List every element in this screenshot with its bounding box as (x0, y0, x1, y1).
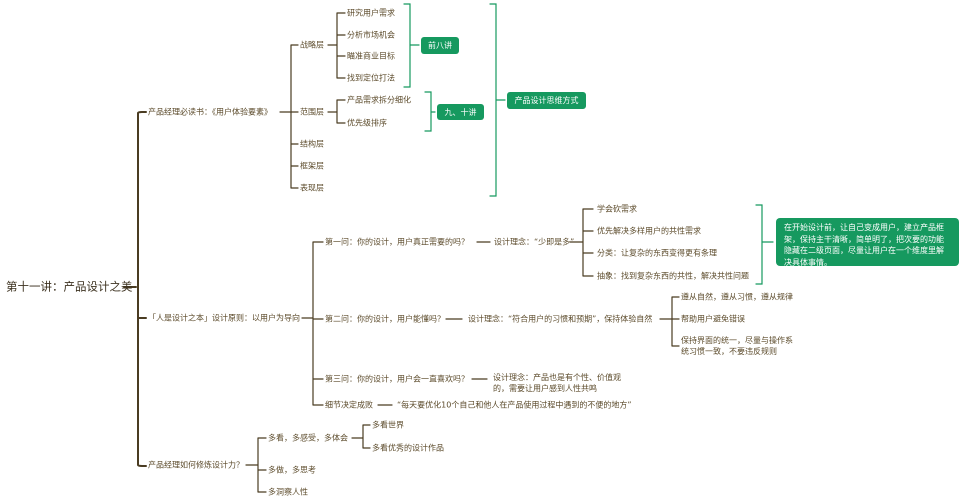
look-item: 多看世界 (372, 420, 404, 430)
strategy-item: 研究用户需求 (347, 8, 395, 18)
layer-skeleton: 框架层 (300, 161, 324, 171)
root-topic: 第十一讲：产品设计之美 (6, 279, 133, 294)
look-item: 多看优秀的设计作品 (372, 443, 444, 453)
q1-summary-note: 在开始设计前，让自己变成用户，建立产品框架，保持主干清晰，简单明了，把次要的功能… (776, 218, 959, 267)
training-item: 多洞察人性 (268, 487, 308, 497)
tag-nine-ten: 九、十讲 (437, 104, 484, 120)
q1-item: 学会砍需求 (597, 204, 637, 214)
detail-quote: “每天要优化10个自己和他人在产品使用过程中遇到的不便的地方” (397, 400, 632, 410)
principle-topic: 「人是设计之本」设计原则：以用户为导向 (148, 313, 300, 323)
question-three: 第三问：你的设计，用户会一直喜欢吗？ (325, 374, 469, 384)
layer-surface: 表现层 (300, 183, 324, 193)
training-topic: 产品经理如何修炼设计力？ (148, 460, 244, 470)
book-topic: 产品经理必读书：《用户体验要素》 (148, 107, 272, 117)
strategy-item: 找到定位打法 (347, 73, 395, 83)
tag-design-thinking: 产品设计思维方式 (507, 92, 586, 109)
q2-item: 帮助用户避免错误 (681, 314, 745, 324)
q2-idea: 设计理念：“符合用户的习惯和预期”，保持体验自然 (468, 314, 653, 324)
question-two: 第二问：你的设计，用户能懂吗？ (325, 314, 445, 324)
layer-structure: 结构层 (300, 139, 324, 149)
layer-scope: 范围层 (300, 107, 324, 117)
q1-item: 抽象：找到复杂东西的共性，解决共性问题 (597, 271, 749, 281)
training-item: 多做，多思考 (268, 465, 316, 475)
q2-item: 遵从自然，遵从习惯，遵从规律 (681, 292, 793, 302)
scope-item: 产品需求拆分细化 (347, 95, 411, 105)
q2-item: 保持界面的统一，尽量与操作系统习惯一致，不要违反规则 (681, 336, 793, 356)
strategy-item: 分析市场机会 (347, 30, 395, 40)
scope-item: 优先级排序 (347, 118, 387, 128)
detail-topic: 细节决定成败 (325, 400, 373, 410)
layer-strategy: 战略层 (300, 40, 324, 50)
question-one: 第一问：你的设计，用户真正需要的吗？ (325, 237, 469, 247)
q1-item: 分类：让复杂的东西变得更有条理 (597, 248, 717, 258)
q1-idea: 设计理念：“少即是多” (494, 237, 575, 247)
strategy-item: 瞄准商业目标 (347, 51, 395, 61)
q1-item: 优先解决多样用户的共性需求 (597, 226, 701, 236)
tag-first-eight: 前八讲 (421, 37, 459, 54)
q3-idea: 设计理念：产品也是有个性、价值观的，需要让用户感到人性共鸣 (493, 373, 621, 393)
training-item: 多看，多感受，多体会 (268, 433, 348, 443)
